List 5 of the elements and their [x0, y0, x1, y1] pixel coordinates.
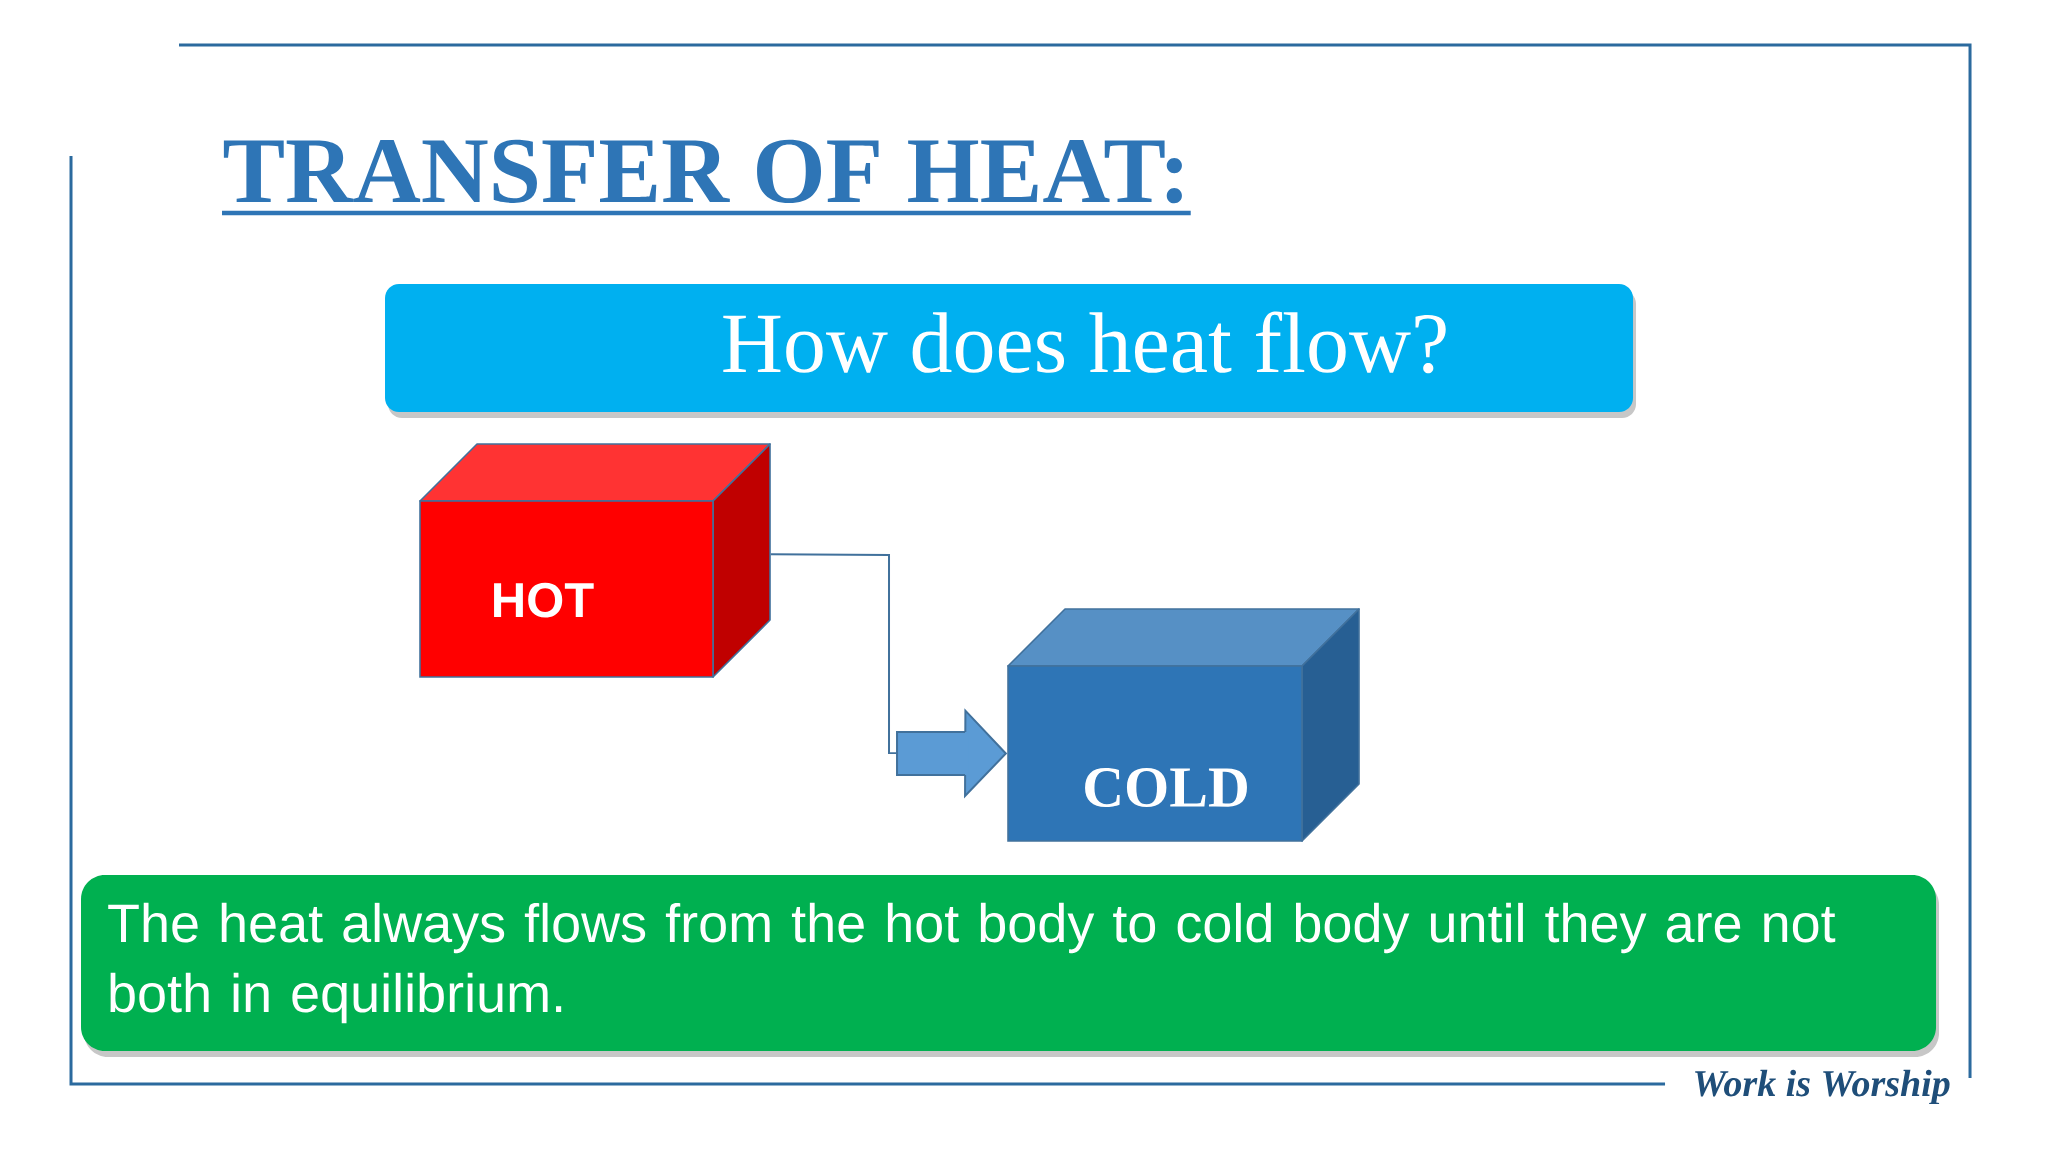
slide-title: TRANSFER OF HEAT:: [222, 139, 1191, 216]
cuboid-block: COLD: [1007, 608, 1360, 842]
question-banner: How does heat flow?: [385, 284, 1636, 418]
statement-panel: The heat always flows from the hot body to cold body until they are not both in equilibrium.: [81, 875, 1940, 1057]
cuboid-block: HOT: [419, 443, 771, 678]
